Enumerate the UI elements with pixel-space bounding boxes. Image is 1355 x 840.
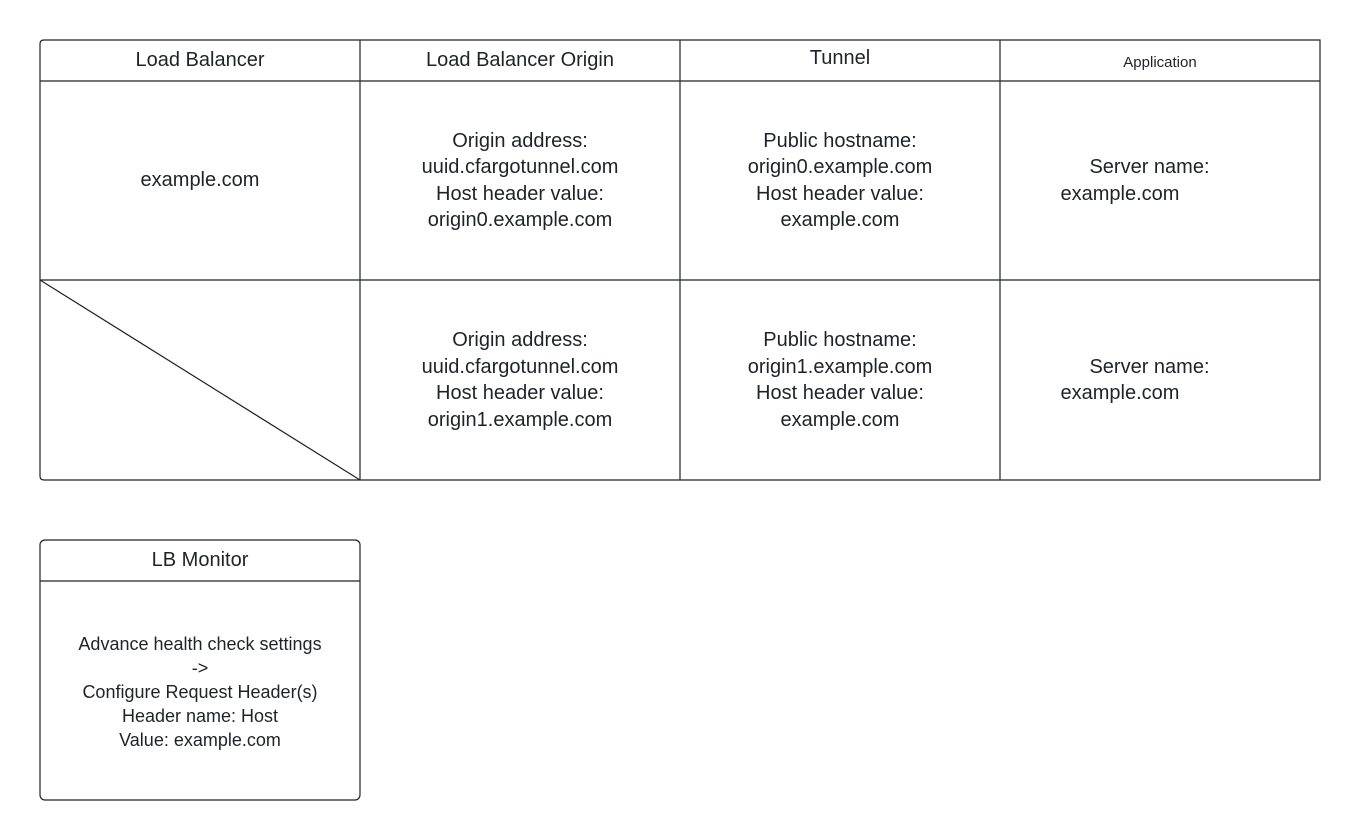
row1-application-line1: Server name:: [1089, 156, 1210, 178]
row1-tunnel-line2: origin0.example.com: [747, 156, 933, 178]
row2-load-balancer: [40, 280, 360, 480]
row2-tunnel: Public hostname: origin1.example.com Hos…: [680, 280, 1000, 480]
row1-origin: Origin address: uuid.cfargotunnel.com Ho…: [360, 81, 680, 280]
row2-tunnel-line4: example.com: [780, 408, 900, 431]
row1-origin-line3: Host header value:: [436, 182, 604, 205]
row1-tunnel-line1: Public hostname:: [763, 129, 917, 152]
row1-application-block: Server name: example.com: [1060, 154, 1209, 207]
header-application: Application: [1000, 43, 1320, 84]
row2-origin-line2: uuid.cfargotunnel.com: [421, 355, 619, 378]
row1-application: Server name: example.com: [1000, 81, 1320, 280]
row2-origin-line4: origin1.example.com: [427, 408, 613, 431]
row2-origin-line1: Origin address:: [452, 329, 588, 351]
row2-tunnel-line3: Host header value:: [756, 382, 924, 404]
row1-origin-line1: Origin address:: [452, 129, 588, 152]
monitor-title-label: LB Monitor: [151, 549, 249, 572]
row2-application-block: Server name: example.com: [1060, 354, 1209, 407]
monitor-line-4: Header name: Host: [121, 706, 279, 726]
row1-tunnel: Public hostname: origin0.example.com Hos…: [680, 81, 1000, 280]
monitor-line-5: Value: example.com: [119, 730, 281, 750]
header-application-label: Application: [1123, 54, 1197, 72]
monitor-line-3: Configure Request Header(s): [82, 682, 318, 702]
monitor-line-2: ->: [191, 658, 209, 678]
header-load-balancer-origin: Load Balancer Origin: [360, 40, 680, 81]
row2-application: Server name: example.com: [1000, 280, 1320, 480]
empty-cell-diagonal: [39, 279, 361, 481]
header-load-balancer-label: Load Balancer: [135, 49, 265, 72]
row1-application-line2: example.com: [1060, 182, 1180, 205]
row2-origin: Origin address: uuid.cfargotunnel.com Ho…: [360, 280, 680, 480]
row2-origin-line3: Host header value:: [436, 382, 604, 404]
row1-origin-line4: origin0.example.com: [427, 209, 613, 231]
table-outer-border: [39, 39, 1321, 481]
header-tunnel: Tunnel: [680, 38, 1000, 79]
header-load-balancer-origin-label: Load Balancer Origin: [426, 49, 614, 72]
row2-application-line2: example.com: [1060, 382, 1180, 404]
row1-tunnel-line3: Host header value:: [756, 182, 924, 205]
monitor-line-1: Advance health check settings: [78, 634, 322, 654]
row1-origin-line2: uuid.cfargotunnel.com: [421, 156, 619, 178]
row2-application-line1: Server name:: [1089, 355, 1210, 378]
monitor-title: LB Monitor: [40, 540, 360, 581]
header-tunnel-label: Tunnel: [809, 47, 871, 70]
monitor-body: Advance health check settings -> Configu…: [40, 581, 360, 800]
monitor-box-border: [39, 539, 361, 801]
header-load-balancer: Load Balancer: [40, 40, 360, 81]
row2-tunnel-line1: Public hostname:: [763, 329, 917, 351]
row1-load-balancer-value: example.com: [140, 169, 260, 192]
row1-load-balancer: example.com: [40, 81, 360, 280]
row2-tunnel-line2: origin1.example.com: [747, 355, 933, 378]
row1-tunnel-line4: example.com: [780, 209, 900, 231]
